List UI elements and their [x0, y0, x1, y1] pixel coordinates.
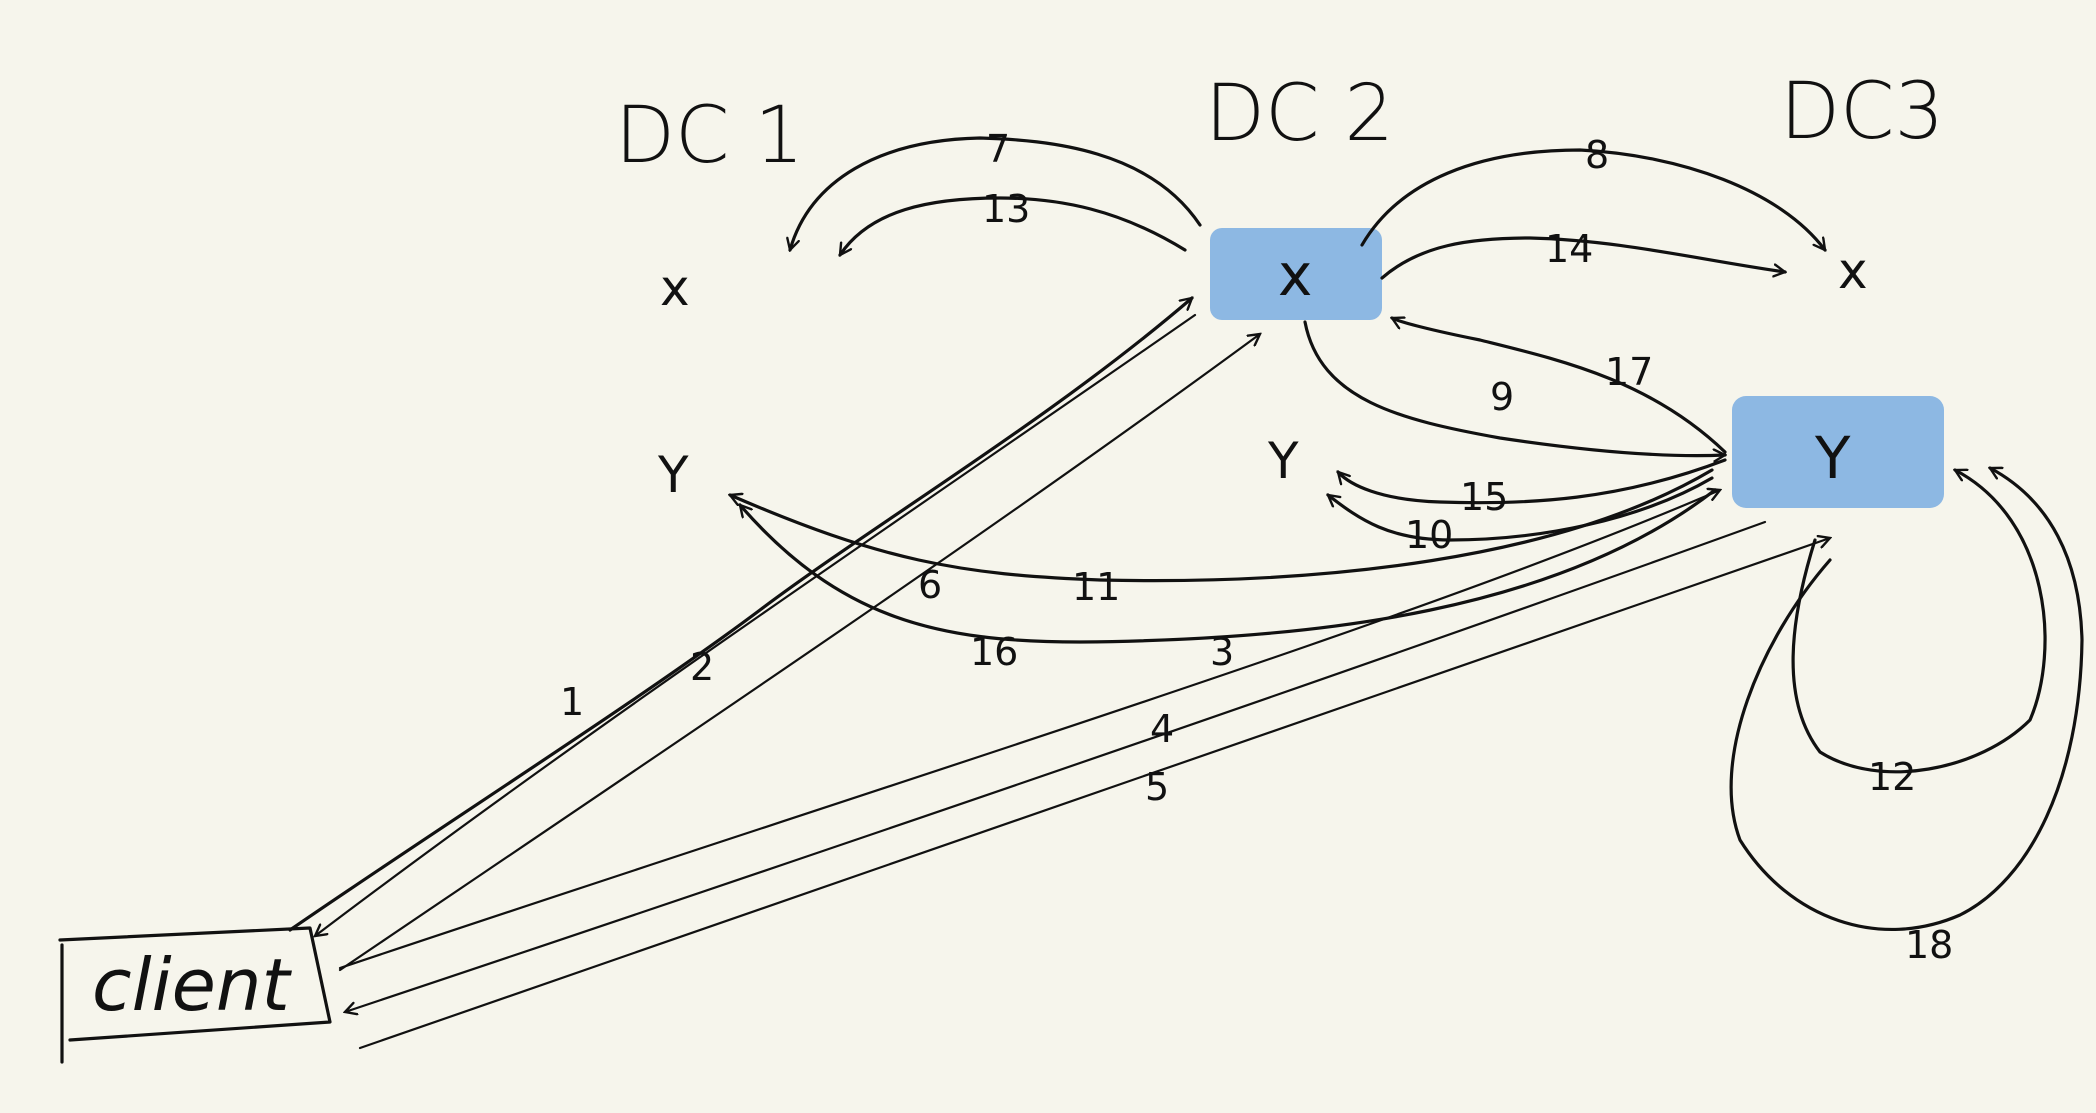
- arrow-12: [1791, 468, 2047, 774]
- step-16: 16: [970, 630, 1018, 674]
- arrow-3: [338, 490, 1720, 970]
- arrow-5: [358, 538, 1830, 1050]
- dc2-title: DC 2: [1205, 69, 1394, 159]
- arrow-18: [1729, 466, 2084, 931]
- dc1-y-node: Y: [657, 446, 689, 504]
- arrow-2: [315, 313, 1197, 936]
- step-3: 3: [1210, 630, 1234, 674]
- dc2-y-node: Y: [1267, 432, 1299, 490]
- step-6: 6: [918, 563, 942, 607]
- dc2-x-node: x: [1278, 241, 1312, 309]
- step-8: 8: [1585, 133, 1609, 177]
- step-5: 5: [1145, 765, 1169, 809]
- arrow-6: [338, 334, 1260, 972]
- arrow-17: [1392, 318, 1727, 454]
- step-9: 9: [1490, 375, 1514, 419]
- step-11: 11: [1072, 565, 1120, 609]
- step-12: 12: [1868, 755, 1916, 799]
- arrow-8: [1360, 148, 1827, 250]
- arrow-14: [1380, 236, 1785, 280]
- arrow-11: [730, 468, 1714, 583]
- step-2: 2: [690, 645, 714, 689]
- arrow-9: [1303, 320, 1725, 456]
- arrow-1: [288, 298, 1192, 932]
- dc3-x-node: x: [1838, 242, 1868, 300]
- step-4: 4: [1150, 707, 1174, 751]
- step-13: 13: [982, 187, 1030, 231]
- dc3-title: DC3: [1780, 67, 1944, 157]
- arrow-15: [1338, 458, 1727, 505]
- dc2-x-highlight: [1210, 228, 1382, 320]
- dc1-x-node: x: [660, 259, 690, 317]
- client-label: client: [92, 943, 293, 1027]
- dc1-title: DC 1: [615, 91, 804, 181]
- arrow-7: [790, 136, 1202, 250]
- dc3-y-node: Y: [1814, 424, 1851, 492]
- step-18: 18: [1905, 923, 1953, 967]
- step-7: 7: [986, 127, 1010, 171]
- step-17: 17: [1605, 350, 1653, 394]
- arrow-4: [345, 520, 1767, 1012]
- client-box: [58, 926, 332, 1064]
- dc3-y-highlight: [1732, 396, 1944, 508]
- step-15: 15: [1460, 475, 1508, 519]
- arrow-13: [838, 196, 1187, 255]
- arrow-10: [1328, 476, 1714, 542]
- step-14: 14: [1545, 227, 1593, 271]
- arrow-16: [740, 488, 1717, 644]
- step-10: 10: [1405, 513, 1453, 557]
- step-1: 1: [560, 680, 584, 724]
